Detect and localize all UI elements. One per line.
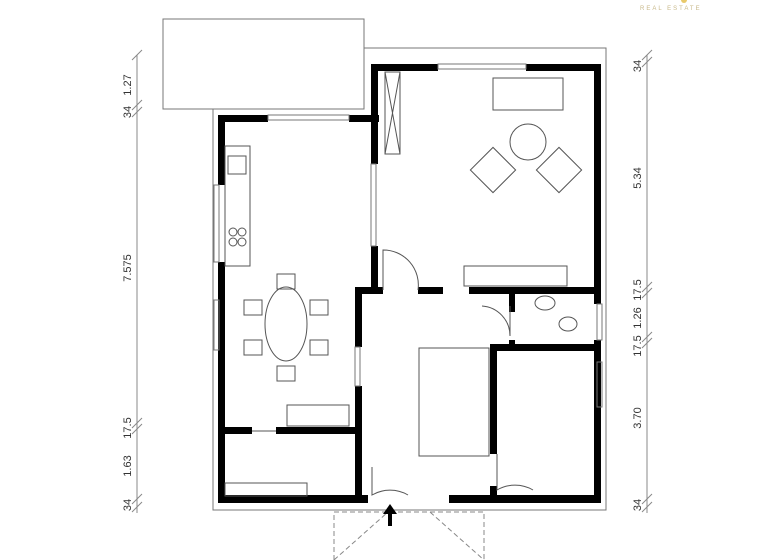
storage-shelf [224, 482, 308, 497]
washbasin [534, 295, 556, 311]
coffee-table [509, 123, 547, 161]
terrace-outline [162, 18, 607, 511]
staircase [418, 347, 490, 457]
dining-table [264, 286, 308, 362]
dim-label: 3.70 [632, 407, 644, 428]
entrance-arrow-icon [383, 504, 397, 526]
dim-label: 34 [632, 60, 644, 72]
dim-label: 17.5 [632, 335, 644, 356]
left-dimension-line [131, 49, 143, 513]
left-dimension-labels: 1.27 34 7.575 17.5 1.63 34 [122, 74, 134, 511]
toilet [558, 316, 578, 332]
tv-unit [463, 265, 568, 287]
porch [333, 511, 485, 560]
entrance-door [371, 467, 409, 496]
right-dimension-line [641, 49, 653, 513]
armchair [535, 146, 583, 194]
dim-label: 1.26 [632, 307, 644, 328]
brand-logo-icon [681, 0, 687, 3]
doors [252, 249, 534, 496]
right-dimension-labels: 34 5.34 17.5 1.26 17.5 3.70 34 [632, 60, 644, 511]
sideboard [286, 404, 350, 427]
wc-door [481, 305, 511, 337]
dim-label: 7.575 [122, 254, 134, 282]
dim-label: 5.34 [632, 167, 644, 188]
dim-label: 1.27 [122, 74, 134, 95]
sofa [492, 77, 564, 111]
dim-label: 34 [632, 499, 644, 511]
armchair [469, 146, 517, 194]
walls [218, 64, 601, 503]
furniture [224, 71, 583, 497]
windows [213, 63, 603, 408]
living-door [382, 249, 419, 291]
dim-label: 34 [122, 499, 134, 511]
dim-label: 17.5 [632, 279, 644, 300]
room-door [496, 454, 534, 491]
wardrobe [384, 71, 401, 155]
dim-label: 1.63 [122, 455, 134, 476]
brand-text: REAL ESTATE [640, 6, 702, 12]
kitchen-counter [224, 145, 251, 267]
dim-label: 34 [122, 106, 134, 118]
dim-label: 17.5 [122, 417, 134, 438]
sink [227, 155, 247, 175]
